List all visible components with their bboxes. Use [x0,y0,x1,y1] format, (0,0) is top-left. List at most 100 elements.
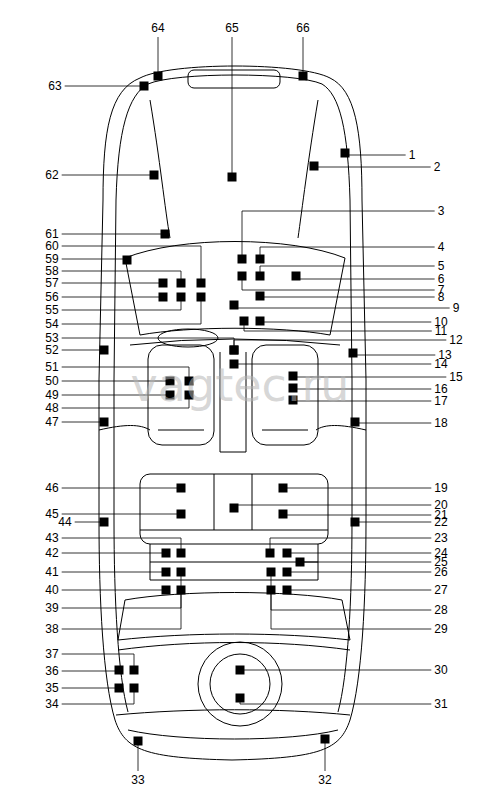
location-marker [177,568,186,577]
leader-line [300,562,431,563]
leader-line [234,340,446,350]
location-marker [197,293,206,302]
rear-shelf [150,544,318,580]
location-marker [100,418,109,427]
location-marker [162,549,171,558]
location-marker [283,568,292,577]
location-marker [230,346,239,355]
location-marker [310,162,319,171]
location-marker [266,549,275,558]
location-marker [351,518,360,527]
location-marker [238,255,247,264]
callout-number: 44 [58,515,71,529]
callout-number: 46 [45,481,58,495]
location-marker [100,346,109,355]
location-marker [240,317,249,326]
leader-line [65,86,144,87]
callout-number: 45 [45,507,58,521]
leader-line [283,488,431,489]
callout-number: 65 [225,21,238,35]
leader-line [355,522,431,523]
leader-line [62,350,104,351]
callout-number: 22 [434,515,447,529]
leader-line [62,688,119,689]
leader-line [260,321,431,322]
callout-number: 58 [45,264,58,278]
callout-number: 15 [449,370,462,384]
callout-number: 1 [409,148,416,162]
callout-number: 8 [438,290,445,304]
leader-line [234,505,431,508]
location-marker [230,504,239,513]
callout-number: 49 [45,388,58,402]
rear-bumper [128,730,338,739]
location-marker [279,510,288,519]
leader-line [345,153,406,155]
location-marker [140,82,149,91]
location-marker [130,684,139,693]
callout-number: 53 [45,331,58,345]
leader-line [355,422,431,423]
leader-line [232,37,233,177]
leader-line [62,234,165,235]
callout-number: 39 [45,601,58,615]
callout-number: 5 [438,259,445,273]
callout-number: 11 [435,324,447,338]
leader-line [62,175,154,176]
leader-line [62,572,181,629]
callout-number: 31 [434,697,447,711]
leader-line [62,259,127,260]
callout-number: 2 [434,160,441,174]
leader-line [242,211,435,259]
location-marker [177,586,186,595]
leader-line [158,37,159,76]
location-marker [177,279,186,288]
location-marker [256,292,265,301]
callout-number: 29 [434,622,447,636]
leader-line [271,590,431,610]
leader-line [260,247,435,259]
callout-number: 27 [434,583,447,597]
callout-number: 41 [45,565,58,579]
leader-line [62,670,119,671]
leader-line [314,166,431,167]
callout-number: 17 [434,394,447,408]
location-marker [236,694,245,703]
location-marker [115,666,124,675]
rear-window [118,593,350,641]
location-marker [256,272,265,281]
location-marker [256,255,265,264]
location-marker [162,568,171,577]
location-marker [341,149,350,158]
callout-number: 42 [45,546,58,560]
callout-number: 55 [45,303,58,317]
spare-wheel-hub [210,654,270,714]
location-marker [236,666,245,675]
callout-number: 14 [434,357,447,371]
location-marker [130,666,139,675]
callout-number: 60 [45,239,58,253]
leader-line [234,305,450,308]
location-marker [283,586,292,595]
location-marker [351,418,360,427]
leader-line [271,572,431,629]
callout-number: 35 [45,681,58,695]
callout-number: 63 [48,79,61,93]
leader-line [62,553,166,554]
leader-line [62,338,234,350]
callout-number: 59 [45,252,58,266]
leader-line [303,37,304,76]
leader-line [287,590,431,591]
leader-line [62,246,201,283]
callout-number: 16 [434,382,447,396]
leader-line [62,514,181,515]
location-marker [292,272,301,281]
callout-number: 40 [45,583,58,597]
callout-number: 34 [45,697,58,711]
location-marker [100,518,109,527]
callout-number: 48 [45,401,58,415]
location-marker [134,737,143,746]
leader-line [62,572,166,573]
location-marker [267,586,276,595]
